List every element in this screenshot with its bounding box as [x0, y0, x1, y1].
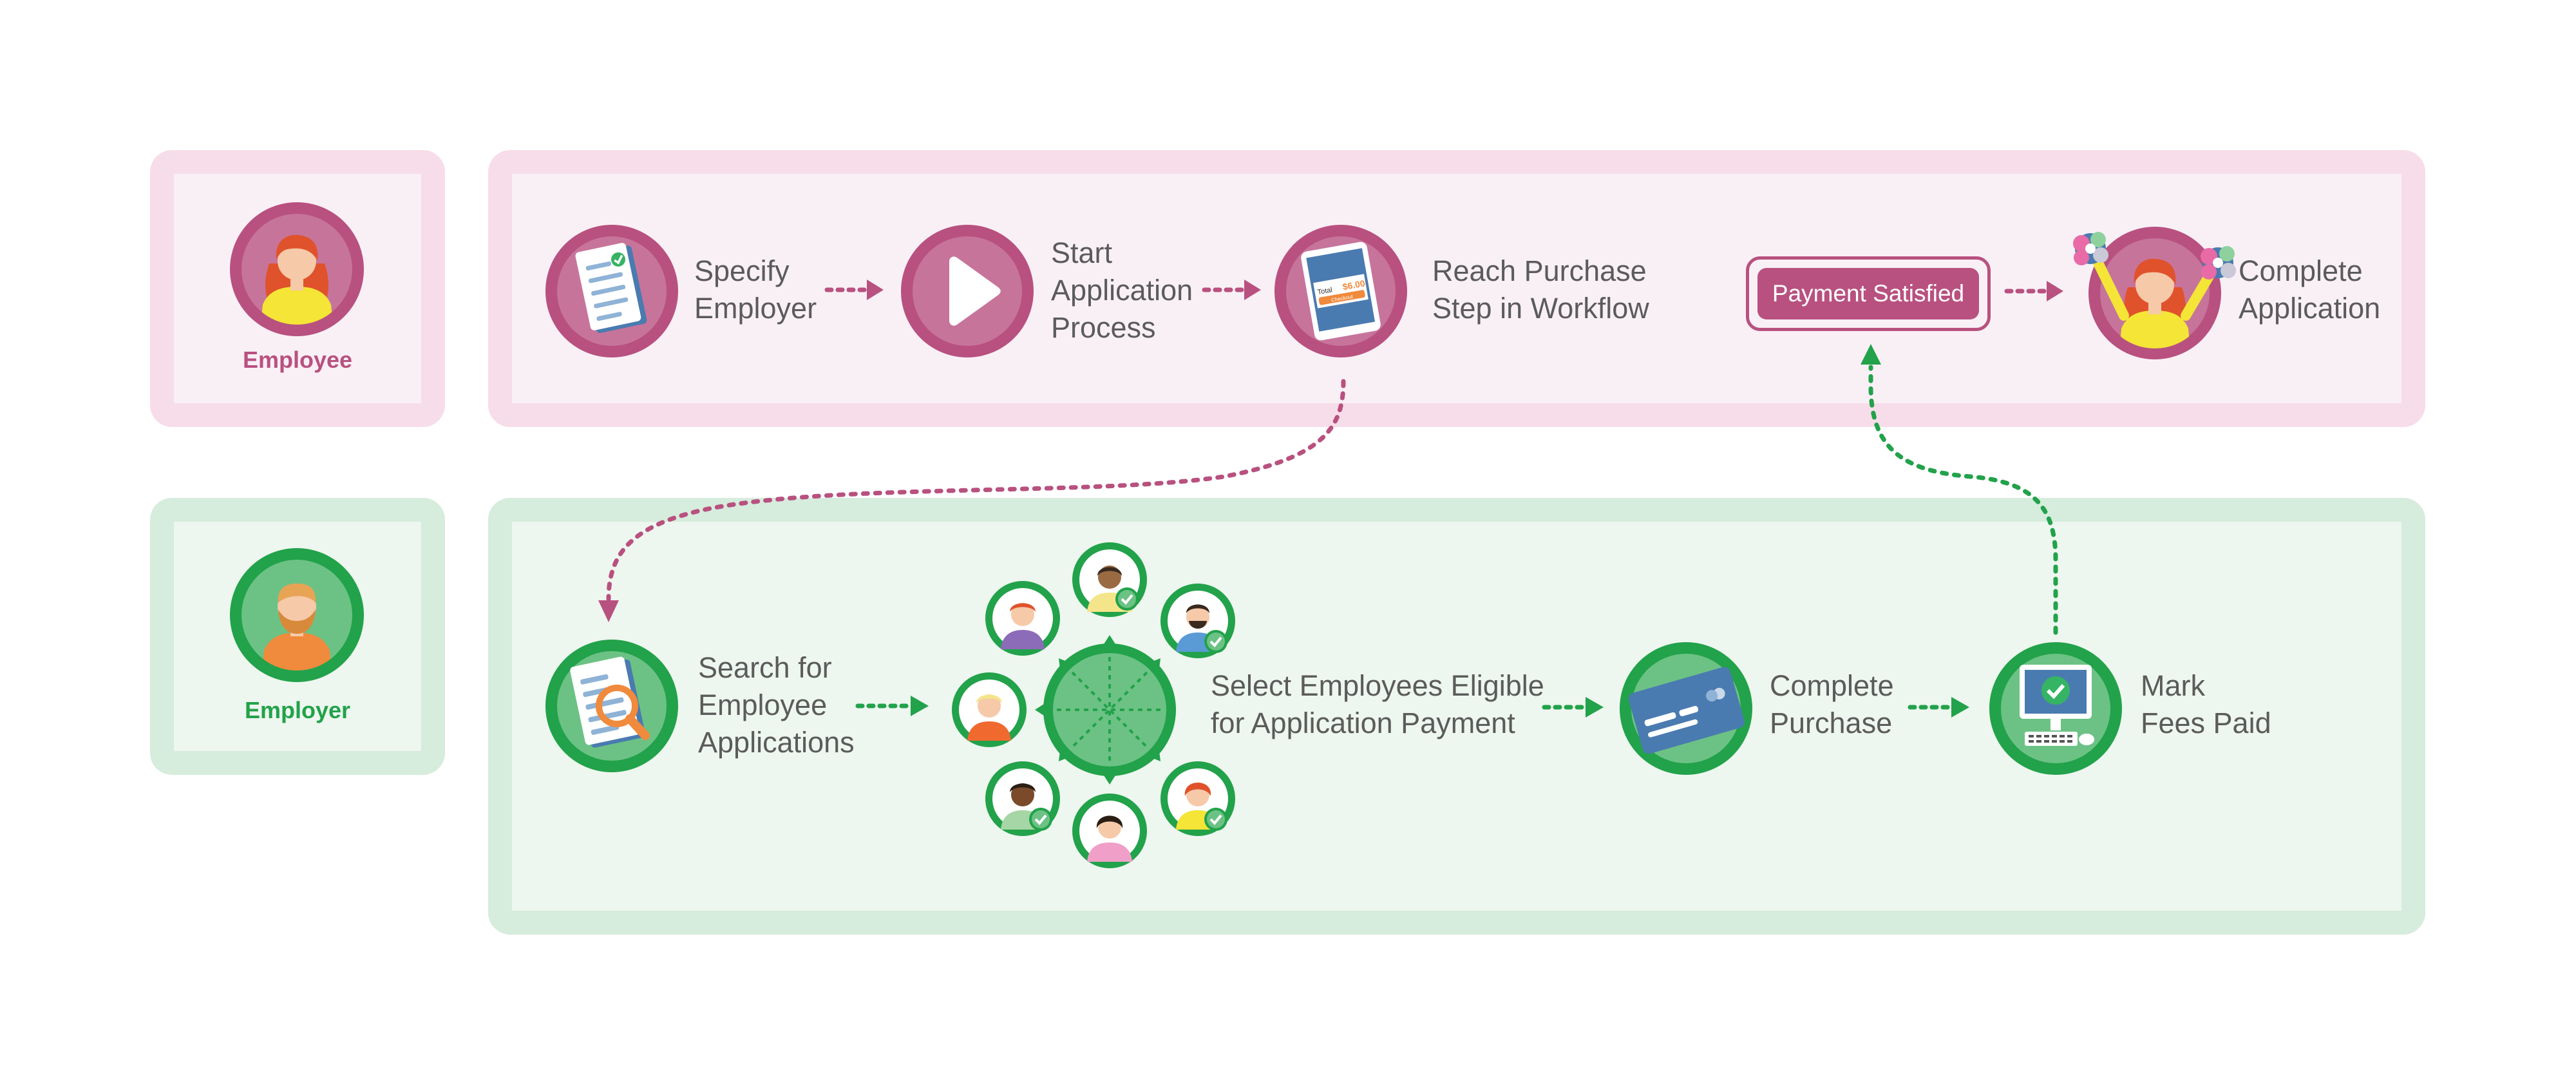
person-top-icon [1072, 542, 1147, 617]
pompom-left-icon [2073, 232, 2108, 265]
employer-role-label: Employer [244, 697, 351, 723]
payment-satisfied-frame: Payment Satisfied [1746, 256, 1991, 331]
employer-avatar-icon [230, 548, 364, 682]
employee-selection-icon [952, 542, 1235, 868]
mark-fees-paid-label: Mark Fees Paid [2141, 669, 2271, 739]
complete-application-label: Complete Application [2239, 254, 2381, 325]
play-icon[interactable] [900, 224, 1034, 358]
person-left-icon [952, 672, 1027, 747]
employee-avatar-icon [230, 202, 364, 336]
person-bottom-right-icon [1160, 761, 1235, 836]
person-top-right-icon [1160, 584, 1235, 658]
employee-role-label: Employee [242, 347, 353, 373]
search-applications-label: Search for Employee Applications [698, 651, 855, 759]
reach-purchase-label: Reach Purchase Step in Workflow [1432, 254, 1649, 325]
tablet-total-value: $6.00 [1342, 278, 1366, 292]
search-document-icon [545, 640, 678, 772]
payment-satisfied-button[interactable]: Payment Satisfied [1757, 268, 1979, 319]
specify-employer-label: Specify Employer [694, 254, 817, 325]
select-eligible-label: Select Employees Eligible for Applicatio… [1211, 669, 1544, 739]
person-bottom-icon [1072, 794, 1147, 868]
complete-purchase-label: Complete Purchase [1770, 669, 1894, 739]
tablet-checkout-icon: Total $6.00 Checkout [1274, 225, 1407, 357]
tablet-total-label: Total [1317, 286, 1333, 296]
document-icon [545, 225, 678, 357]
computer-check-icon [1989, 642, 2122, 775]
celebration-icon [2073, 227, 2236, 359]
start-application-label: Start Application Process [1051, 236, 1193, 344]
person-bottom-left-icon [985, 761, 1060, 836]
pompom-right-icon [2201, 246, 2236, 280]
credit-card-icon [1620, 642, 1752, 775]
person-top-left-icon [985, 581, 1060, 656]
